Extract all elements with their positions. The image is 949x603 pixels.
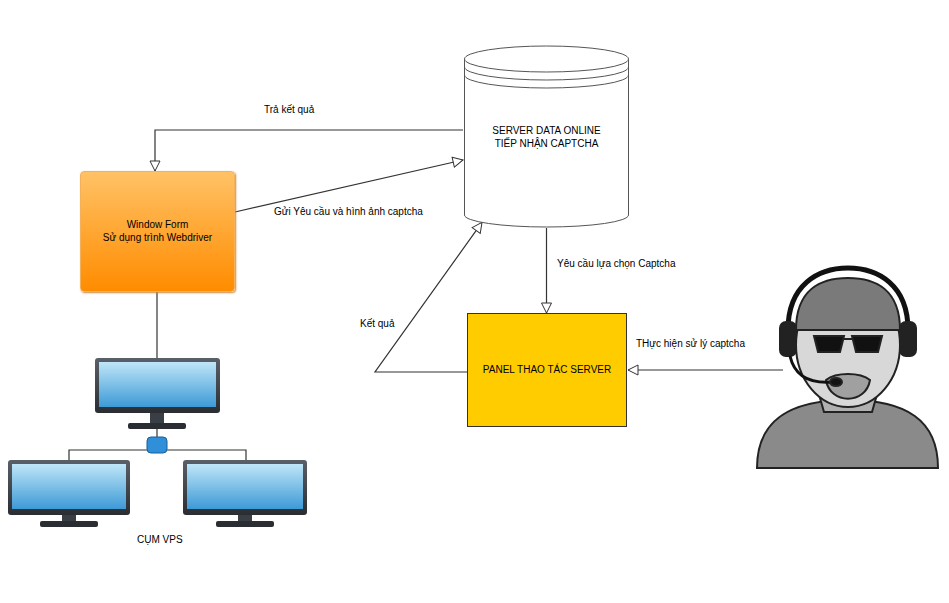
operator-figure	[757, 268, 938, 468]
flow-arrow	[375, 222, 482, 372]
network-hub	[147, 429, 167, 453]
monitor-top	[95, 358, 220, 429]
group-label: CỤM VPS	[135, 534, 185, 546]
edge-label: Gửi Yêu cầu và hình ảnh captcha	[272, 206, 425, 218]
flow-arrow	[155, 130, 463, 171]
monitor-right	[183, 460, 307, 527]
monitor-left	[8, 460, 130, 527]
database-cylinder: SERVER DATA ONLINE TIẾP NHẬN CAPTCHA	[463, 45, 630, 228]
process-box: Window FormSử dụng trình Webdriver	[80, 171, 235, 292]
flow-arrow	[546, 228, 547, 313]
edge-label: Kết quả	[358, 318, 396, 330]
network-wire	[69, 292, 246, 462]
flow-label: THực hiện sử lý captcha	[634, 338, 747, 350]
node-text: PANEL THAO TÁC SERVER	[483, 364, 611, 377]
edge-label: Trả kết quả	[262, 104, 316, 116]
cylinder-outline	[463, 45, 630, 228]
operator-arrow	[628, 369, 783, 370]
node-text: Sử dụng trình Webdriver	[103, 232, 212, 245]
flow-arrow	[235, 160, 463, 212]
node-text: SERVER DATA ONLINE TIẾP NHẬN CAPTCHA	[486, 125, 608, 150]
edge-label: Yêu cầu lựa chọn Captcha	[555, 258, 677, 270]
node-text: Window Form	[127, 219, 189, 232]
process-box: PANEL THAO TÁC SERVER	[467, 313, 627, 427]
